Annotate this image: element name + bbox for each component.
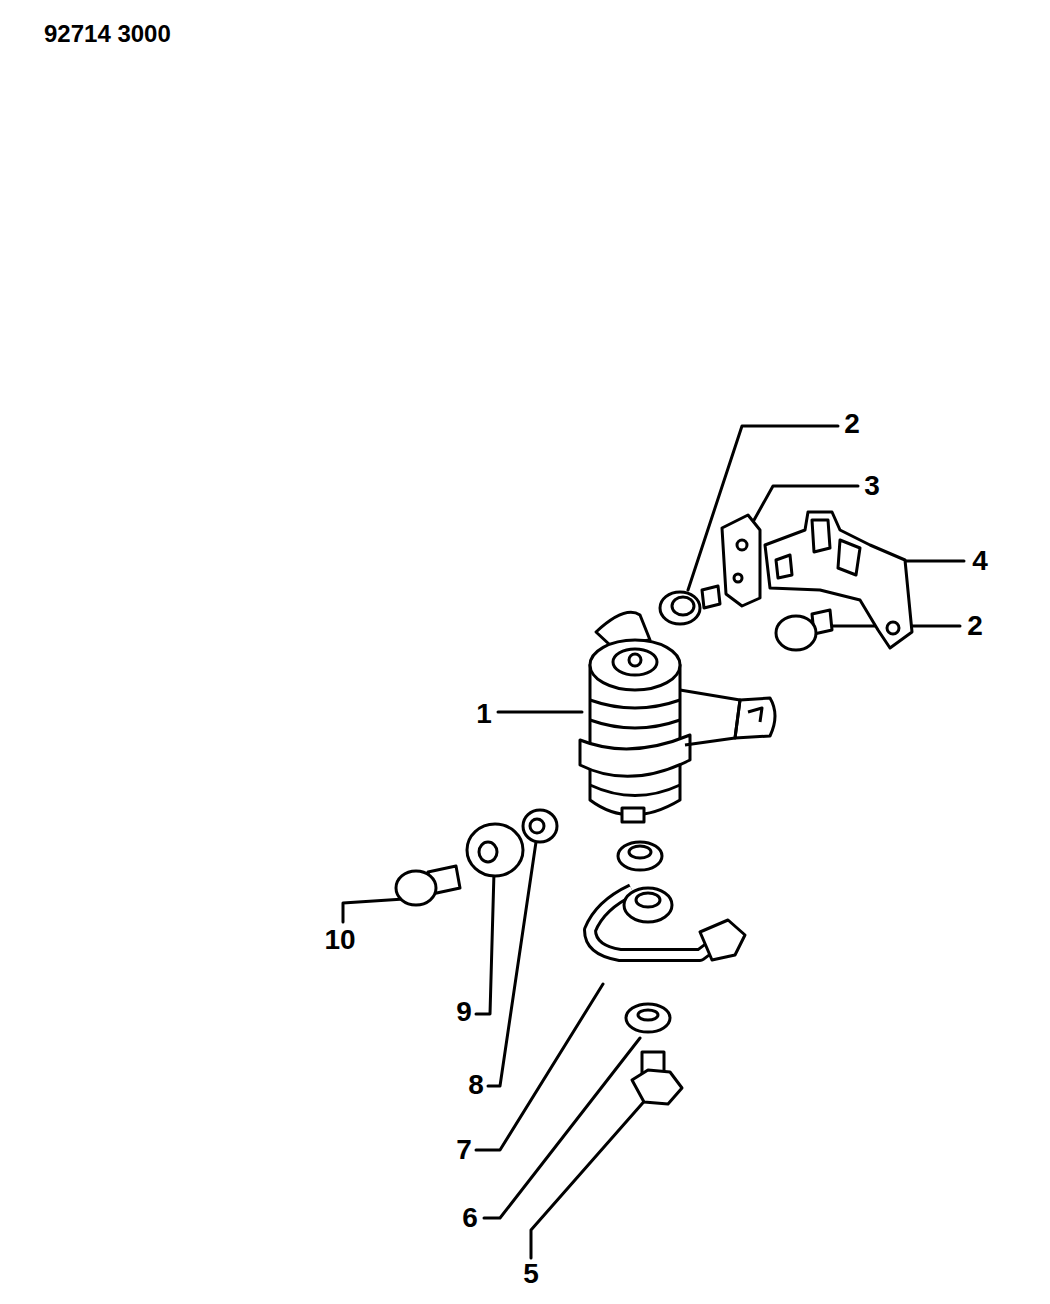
callout-number: 2 [967, 612, 983, 640]
leader-line [498, 711, 582, 714]
leader-line [531, 1097, 648, 1258]
callout-number: 6 [462, 1204, 478, 1232]
leader-line [904, 560, 964, 563]
bracket-plate [722, 515, 760, 606]
filter-bracket-arm [735, 698, 775, 738]
leader-line [484, 1038, 640, 1218]
drawing-number: 92714 3000 [44, 22, 171, 46]
callout-number: 2 [844, 410, 860, 438]
callout-number: 7 [456, 1136, 472, 1164]
leader-line [488, 842, 536, 1086]
leader-line [476, 984, 603, 1150]
callout-number: 1 [476, 700, 492, 728]
callout-number: 5 [523, 1260, 539, 1288]
callout-number: 8 [468, 1071, 484, 1099]
leader-line [476, 872, 494, 1014]
callout-number: 9 [456, 998, 472, 1026]
leader-line [343, 899, 404, 922]
callout-number: 3 [864, 472, 880, 500]
banjo-bolt [632, 1070, 682, 1104]
callout-number: 10 [324, 926, 355, 954]
callout-number: 4 [972, 547, 988, 575]
